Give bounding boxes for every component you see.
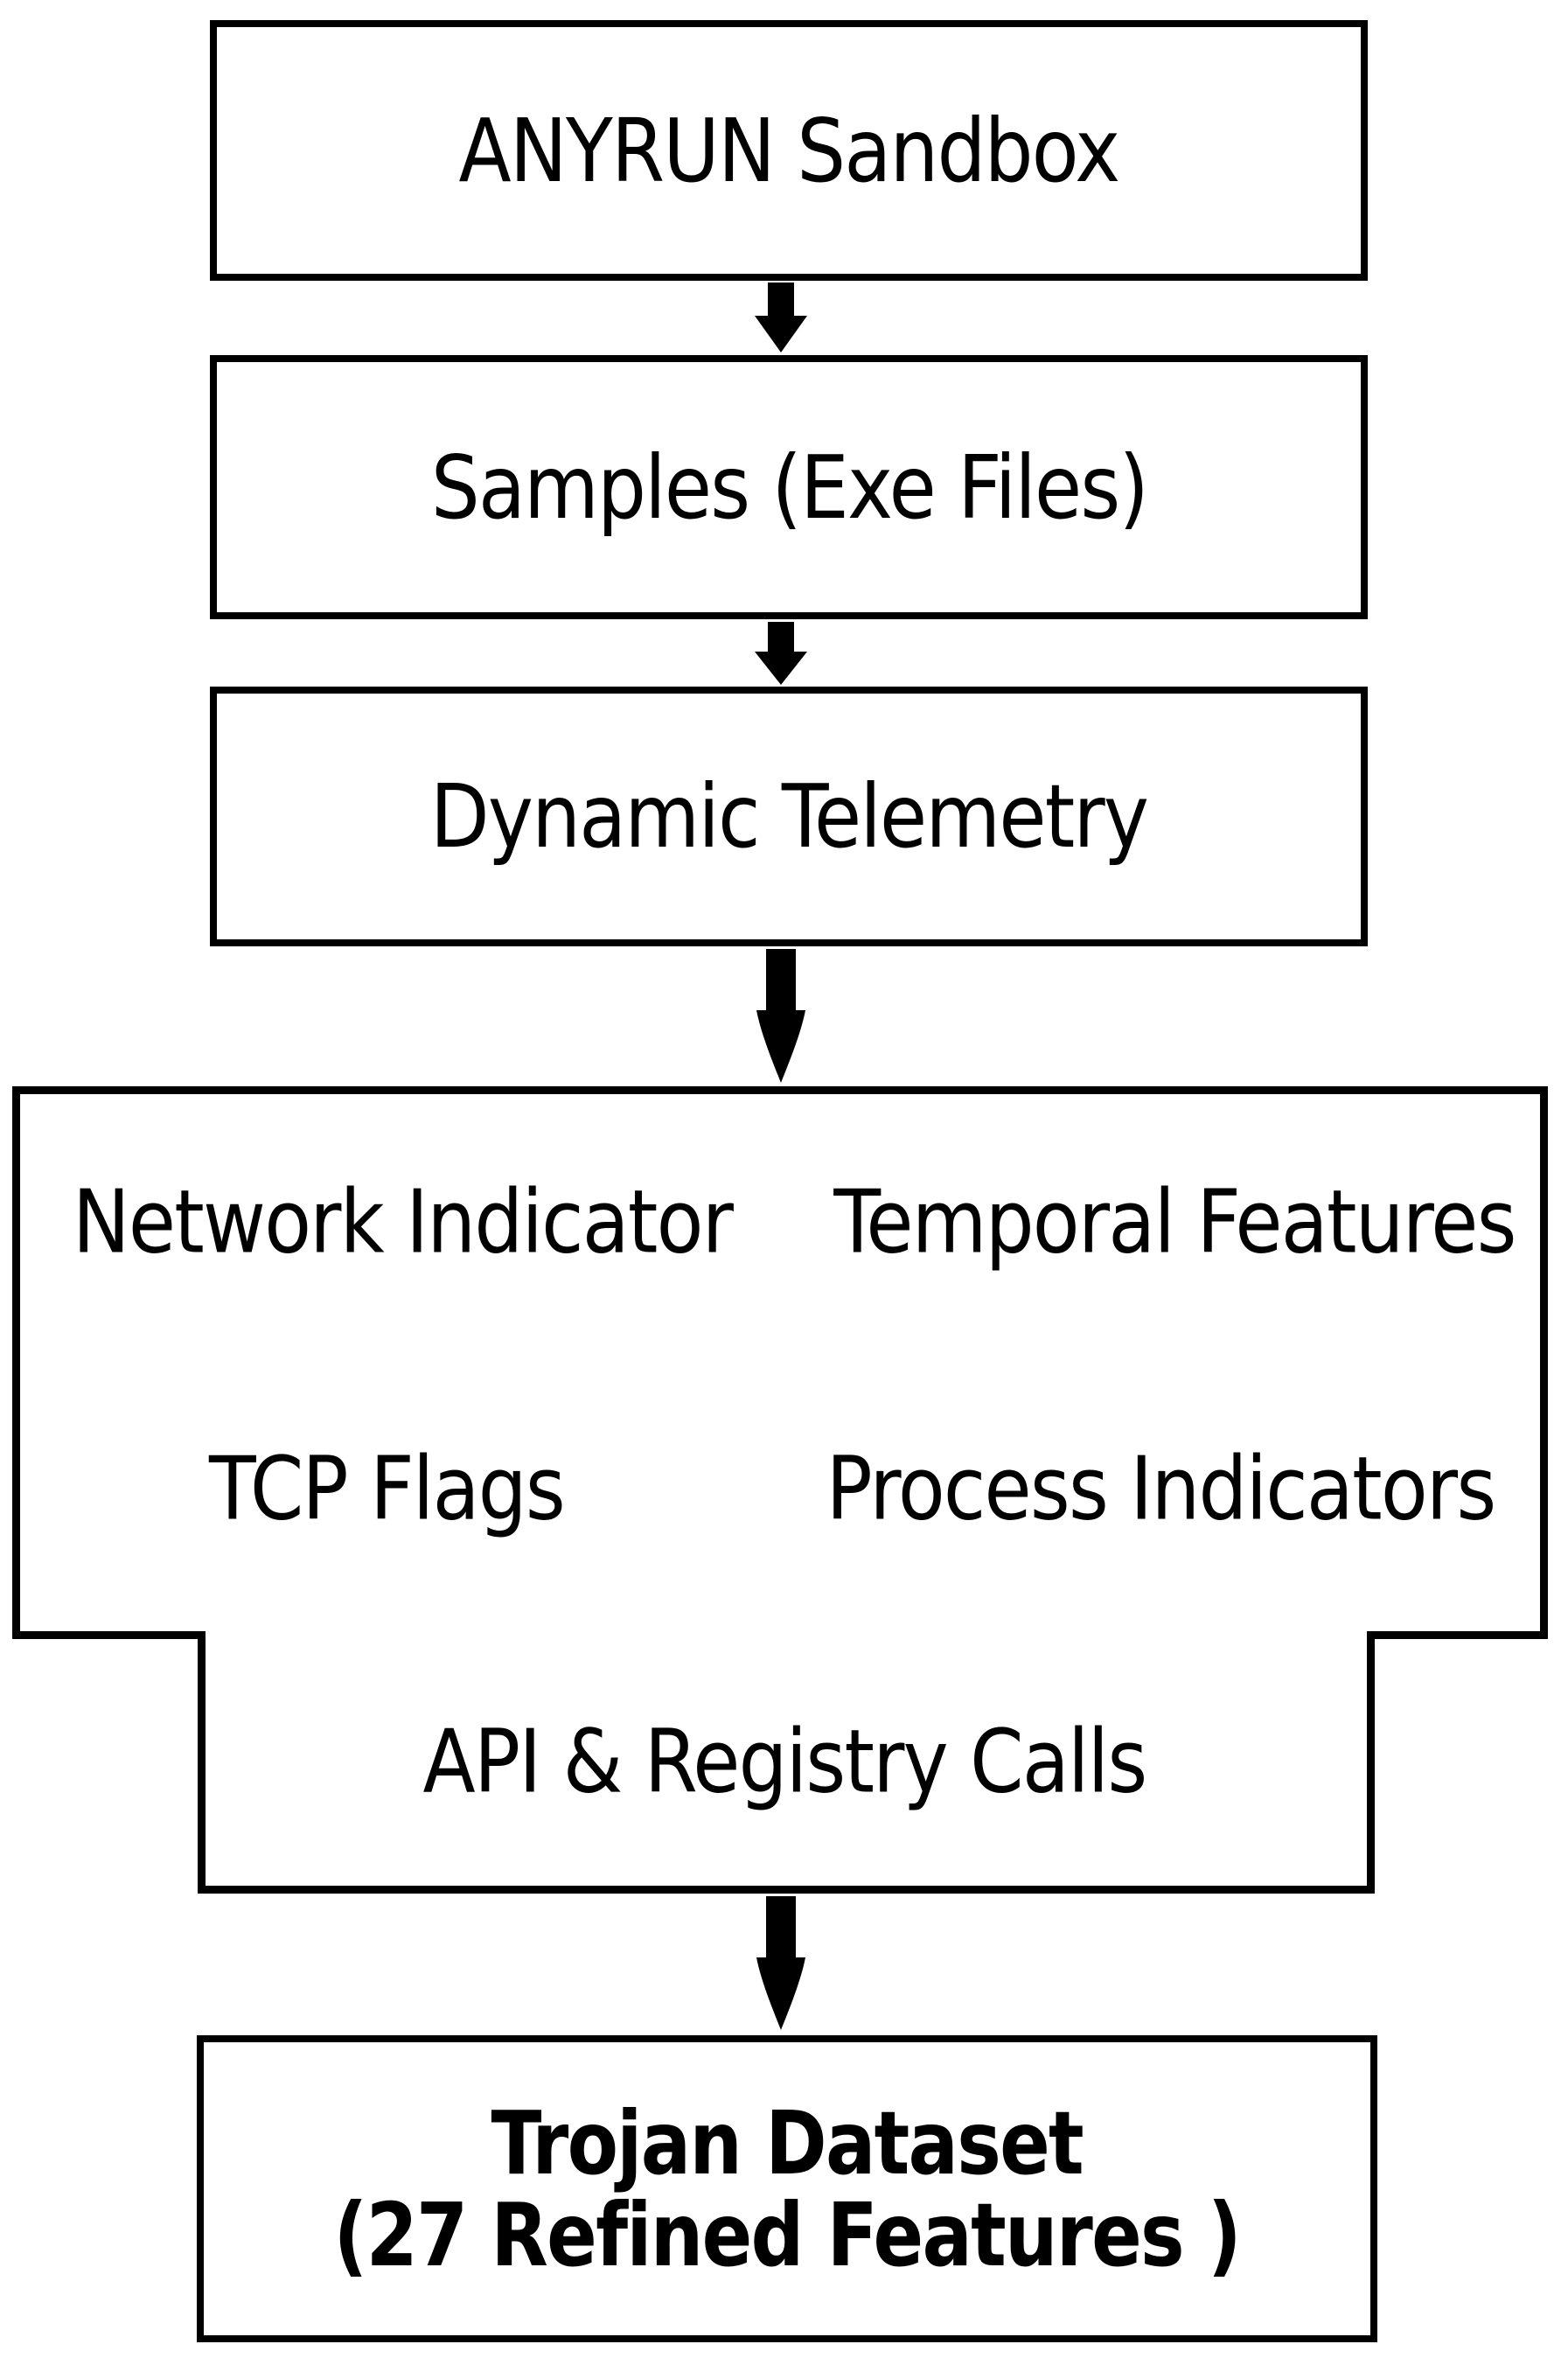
node-dynamic-telemetry-label: Dynamic Telemetry [429,765,1149,868]
node-dynamic-telemetry: Dynamic Telemetry [210,687,1368,946]
node-anyrun-sandbox: ANYRUN Sandbox [210,20,1368,281]
node-anyrun-sandbox-label: ANYRUN Sandbox [458,99,1121,202]
node-samples-label: Samples (Exe Files) [430,436,1148,539]
feature-process-indicators-label: Process Indicators [826,1437,1497,1540]
feature-extraction-shape [12,1086,1548,1894]
trojan-dataset-line1: Trojan Dataset [491,2091,1084,2194]
feature-network-indicator-label: Network Indicator [72,1170,734,1273]
node-trojan-dataset-label: Trojan Dataset (27 Refined Features ) [333,2091,1242,2286]
arrow-down-icon [756,1896,805,2030]
feature-temporal-features-label: Temporal Features [833,1170,1516,1273]
feature-tcp-flags-label: TCP Flags [209,1437,566,1540]
trojan-dataset-line2: (27 Refined Features ) [333,2183,1242,2286]
arrow-down-icon [755,622,807,685]
arrow-down-icon [755,283,807,352]
node-samples: Samples (Exe Files) [210,355,1368,619]
arrow-down-icon [756,949,805,1083]
node-trojan-dataset: Trojan Dataset (27 Refined Features ) [197,2035,1377,2342]
feature-api-registry-calls-label: API & Registry Calls [422,1710,1148,1813]
